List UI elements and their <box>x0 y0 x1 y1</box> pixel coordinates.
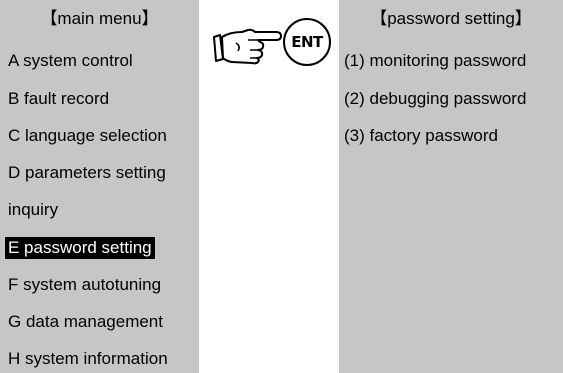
password-setting-panel: 【password setting】 (1) monitoring passwo… <box>339 0 563 373</box>
menu-item-language-selection[interactable]: C language selection <box>8 126 167 145</box>
menu-item-data-management[interactable]: G data management <box>8 312 163 331</box>
menu-item-parameters-setting[interactable]: D parameters setting <box>8 163 166 182</box>
menu-item-fault-record[interactable]: B fault record <box>8 89 110 108</box>
password-item-debugging[interactable]: (2) debugging password <box>344 89 527 108</box>
password-setting-title: 【password setting】 <box>370 9 532 28</box>
menu-item-password-setting[interactable]: E password setting <box>5 237 155 259</box>
menu-item-system-autotuning[interactable]: F system autotuning <box>8 275 162 294</box>
main-menu-panel: 【main menu】 A system control B fault rec… <box>0 0 199 373</box>
main-menu-title: 【main menu】 <box>40 9 159 28</box>
enter-action: ENT <box>210 15 335 75</box>
ent-key[interactable]: ENT <box>283 18 331 66</box>
ent-key-label: ENT <box>291 33 323 51</box>
menu-item-parameters-setting-inquiry[interactable]: inquiry <box>8 200 59 219</box>
password-item-monitoring[interactable]: (1) monitoring password <box>344 51 527 70</box>
pointing-hand-icon <box>213 28 282 65</box>
menu-item-system-control[interactable]: A system control <box>8 51 133 70</box>
password-item-factory[interactable]: (3) factory password <box>344 126 498 145</box>
menu-item-system-information[interactable]: H system information <box>8 349 168 368</box>
